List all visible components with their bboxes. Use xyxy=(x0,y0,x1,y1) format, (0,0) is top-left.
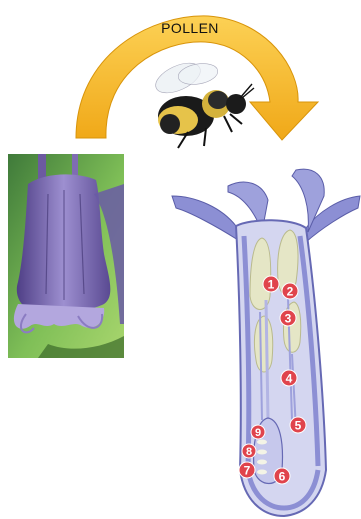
marker-3-label: 3 xyxy=(285,312,292,326)
marker-6-label: 6 xyxy=(279,470,286,484)
marker-7-label: 7 xyxy=(244,464,251,478)
marker-4-label: 4 xyxy=(286,372,293,386)
ovule xyxy=(257,470,267,475)
marker-6: 6 xyxy=(274,468,290,484)
marker-9-label: 9 xyxy=(255,427,261,439)
left-petal xyxy=(172,196,238,240)
marker-3: 3 xyxy=(280,310,296,326)
marker-9: 9 xyxy=(251,425,265,439)
anther-4 xyxy=(254,316,272,372)
marker-2: 2 xyxy=(282,283,298,299)
style xyxy=(266,300,268,420)
marker-4: 4 xyxy=(281,370,297,386)
anther-3 xyxy=(283,302,300,352)
marker-5: 5 xyxy=(290,417,306,433)
marker-1: 1 xyxy=(263,276,279,292)
marker-1-label: 1 xyxy=(268,278,275,292)
marker-5-label: 5 xyxy=(295,419,302,433)
ovule xyxy=(257,440,267,445)
marker-8-label: 8 xyxy=(246,446,252,458)
marker-2-label: 2 xyxy=(287,285,294,299)
marker-7: 7 xyxy=(239,462,255,478)
ovule xyxy=(257,460,267,465)
ovule xyxy=(257,450,267,455)
marker-8: 8 xyxy=(242,444,256,458)
